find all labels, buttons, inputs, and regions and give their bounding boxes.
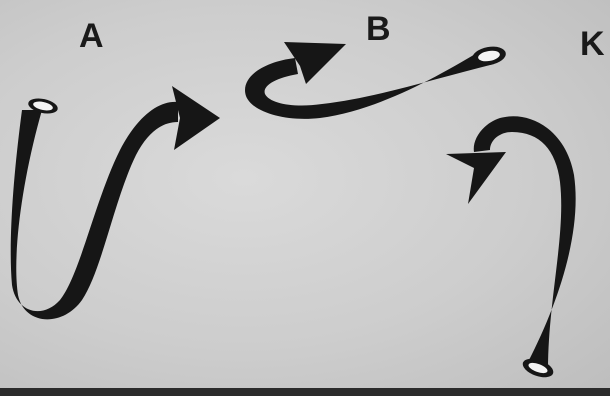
tube-k-arrow-icon xyxy=(446,116,576,381)
page-bottom-edge xyxy=(0,388,610,396)
tube-a-arrow-icon xyxy=(11,86,220,319)
label-k: K xyxy=(580,27,605,61)
label-b: B xyxy=(366,12,391,46)
tube-b-arrow-icon xyxy=(245,42,507,119)
label-a: A xyxy=(79,19,104,53)
